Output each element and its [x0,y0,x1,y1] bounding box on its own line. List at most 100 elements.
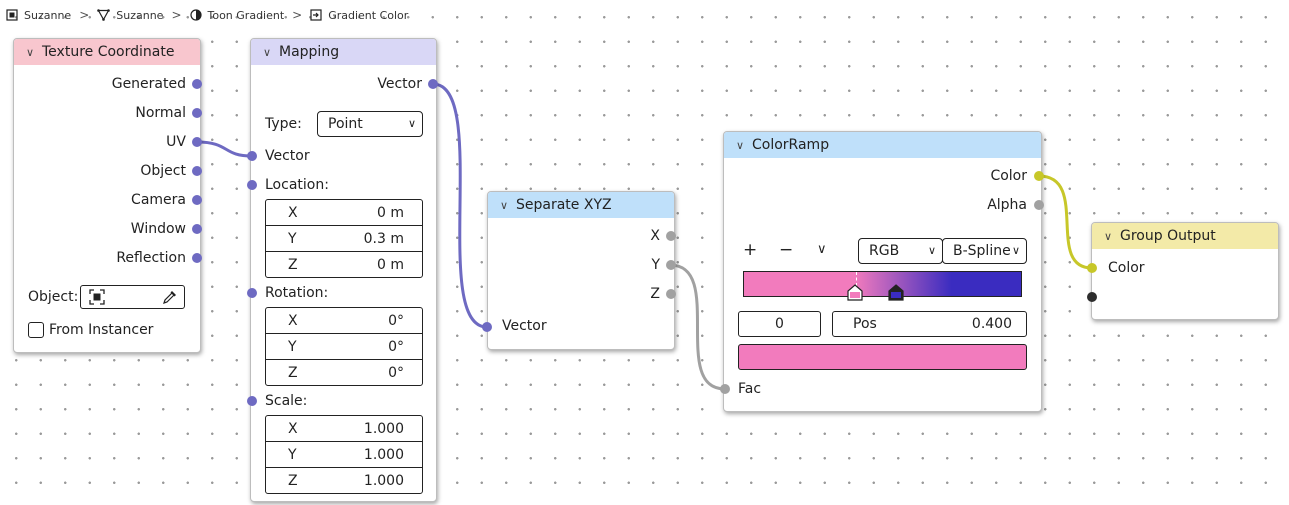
socket-scale[interactable] [247,396,257,406]
object-label: Object: [28,289,79,305]
collapse-chevron-icon[interactable]: ∨ [1104,229,1113,243]
link-uv-to-mapping-vector [196,140,253,158]
object-picker[interactable] [80,285,185,309]
socket-alpha-output[interactable] [1034,200,1044,210]
node-title: Group Output [1120,228,1216,244]
ramp-menu-button[interactable]: ∨ [817,242,827,257]
color-stop-1[interactable] [888,284,905,301]
socket-group-color-input[interactable] [1087,263,1097,273]
from-instancer-checkbox[interactable] [28,322,44,338]
socket-location[interactable] [247,180,257,190]
axis-value: 0° [388,365,404,381]
axis-label: X [288,204,298,221]
pos-label: Pos [853,316,877,332]
output-reflection: Reflection [116,250,186,266]
breadcrumb-item-object[interactable]: Suzanne [6,9,71,22]
interpolation-value: B-Spline [953,243,1011,259]
stop-position-field[interactable]: Pos 0.400 [832,311,1027,337]
socket-object[interactable] [192,166,202,176]
add-stop-button[interactable]: + [743,240,758,260]
type-value: Point [328,116,363,132]
interpolation-dropdown[interactable]: B-Spline ∨ [942,238,1027,264]
socket-z[interactable] [666,289,676,299]
node-header[interactable]: ∨ Texture Coordinate [14,39,200,65]
axis-value: 0° [388,312,404,329]
eyedropper-icon[interactable] [162,289,178,305]
collapse-chevron-icon[interactable]: ∨ [736,138,745,152]
node-header[interactable]: ∨ Mapping [251,39,436,65]
group-output-node[interactable]: ∨ Group Output Color [1091,222,1279,320]
texture-coordinate-node[interactable]: ∨ Texture Coordinate Generated Normal UV… [13,38,201,353]
active-stop-index-field[interactable]: 0 [738,311,821,337]
separate-xyz-node[interactable]: ∨ Separate XYZ X Y Z Vector [487,191,675,350]
mapping-node[interactable]: ∨ Mapping Vector Type: Point ∨ Vector Lo… [250,38,437,502]
output-generated: Generated [111,76,186,92]
socket-camera[interactable] [192,195,202,205]
socket-rotation[interactable] [247,288,257,298]
node-header[interactable]: ∨ Separate XYZ [488,192,674,218]
socket-mapping-input-vector[interactable] [247,151,257,161]
active-stop-color-swatch[interactable] [738,344,1027,370]
socket-color-output[interactable] [1034,171,1044,181]
scale-x-field[interactable]: X 1.000 [266,416,422,442]
node-header[interactable]: ∨ ColorRamp [724,132,1041,158]
collapse-chevron-icon[interactable]: ∨ [26,45,35,59]
collapse-chevron-icon[interactable]: ∨ [500,198,509,212]
socket-fac-input[interactable] [720,384,730,394]
output-x: X [650,228,660,244]
axis-label: X [288,420,298,437]
chevron-right-icon: > [171,8,182,22]
axis-value: 0.3 m [363,230,404,247]
chevron-right-icon: > [79,8,90,22]
location-label: Location: [265,177,329,193]
socket-y[interactable] [666,260,676,270]
socket-generated[interactable] [192,79,202,89]
collapse-chevron-icon[interactable]: ∨ [263,45,272,59]
chevron-right-icon: > [292,8,303,22]
axis-value: 0° [388,338,404,355]
output-normal: Normal [135,105,186,121]
socket-normal[interactable] [192,108,202,118]
axis-label: Z [288,257,298,273]
input-fac: Fac [738,381,762,397]
socket-group-empty-input[interactable] [1087,292,1097,302]
color-ramp-node[interactable]: ∨ ColorRamp Color Alpha + − ∨ RGB ∨ B-Sp… [723,131,1042,412]
remove-stop-button[interactable]: − [779,240,794,260]
axis-value: 1.000 [363,420,404,437]
node-header[interactable]: ∨ Group Output [1092,223,1278,249]
location-y-field[interactable]: Y 0.3 m [266,226,422,252]
type-dropdown[interactable]: Point ∨ [317,111,423,137]
color-mode-value: RGB [869,243,900,259]
socket-uv[interactable] [192,137,202,147]
breadcrumb-item-node-group[interactable]: Gradient Color [310,9,408,22]
breadcrumb-item-material[interactable]: Toon Gradient [189,9,284,22]
socket-window[interactable] [192,224,202,234]
breadcrumb-label: Gradient Color [328,8,409,22]
axis-label: Y [288,446,297,463]
breadcrumb-item-mesh[interactable]: Suzanne [97,9,163,22]
breadcrumb-label: Suzanne [24,8,72,22]
input-vector: Vector [502,318,547,334]
output-window: Window [130,221,186,237]
socket-x[interactable] [666,231,676,241]
scale-label: Scale: [265,393,308,409]
breadcrumb: Suzanne > Suzanne > Toon Gradient > Grad… [6,6,414,24]
output-z: Z [650,286,660,302]
socket-separate-input-vector[interactable] [482,322,492,332]
chevron-down-icon: ∨ [407,117,416,130]
chevron-down-icon: ∨ [1011,244,1020,257]
socket-reflection[interactable] [192,253,202,263]
socket-mapping-output-vector[interactable] [428,79,438,89]
color-mode-dropdown[interactable]: RGB ∨ [858,238,943,264]
axis-label: Y [288,230,297,247]
color-stop-0[interactable] [846,284,863,301]
active-stop-index: 0 [775,316,784,332]
color-ramp-gradient[interactable] [743,271,1022,297]
